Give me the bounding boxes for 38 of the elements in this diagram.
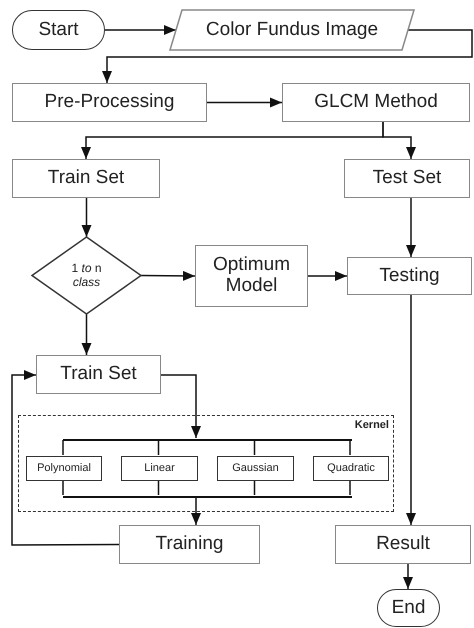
terminal-shape — [377, 589, 440, 627]
process-box — [12, 159, 160, 198]
box-label: Train Set — [48, 168, 124, 189]
process-box — [26, 456, 102, 481]
box-label: End — [392, 598, 426, 618]
process-box — [347, 257, 472, 295]
process-box — [217, 456, 294, 481]
process-box — [121, 456, 198, 481]
process-box — [119, 525, 260, 564]
box-label: Linear — [144, 462, 175, 475]
process-box — [195, 245, 308, 307]
group-heading: Kernel — [354, 419, 389, 432]
terminal-shape — [12, 10, 105, 50]
process-box — [282, 83, 470, 122]
dashed-group-box — [18, 415, 394, 512]
box-label: 1 to n class — [70, 262, 103, 289]
process-box — [36, 355, 161, 394]
box-label: Color Fundus Image — [206, 20, 378, 40]
box-label: Testing — [379, 266, 440, 286]
box-label: Gaussian — [232, 462, 279, 475]
box-label: Train Set — [60, 364, 137, 385]
box-label: Pre-Processing — [44, 92, 174, 113]
box-label: Polynomial — [37, 462, 91, 475]
process-box — [12, 83, 207, 122]
box-label: Quadratic — [327, 462, 375, 475]
decision-diamond — [32, 237, 141, 314]
process-box — [344, 159, 470, 198]
branch-line — [63, 496, 352, 498]
branch-line — [63, 439, 352, 441]
box-label: Start — [38, 20, 79, 40]
box-label: GLCM Method — [314, 92, 438, 113]
box-label: Optimum Model — [212, 255, 292, 297]
box-label: Result — [376, 534, 430, 555]
box-label: Training — [156, 534, 224, 555]
process-box — [335, 525, 471, 564]
process-box — [313, 456, 389, 481]
box-label: Test Set — [372, 168, 442, 189]
input-parallelogram — [170, 10, 414, 50]
